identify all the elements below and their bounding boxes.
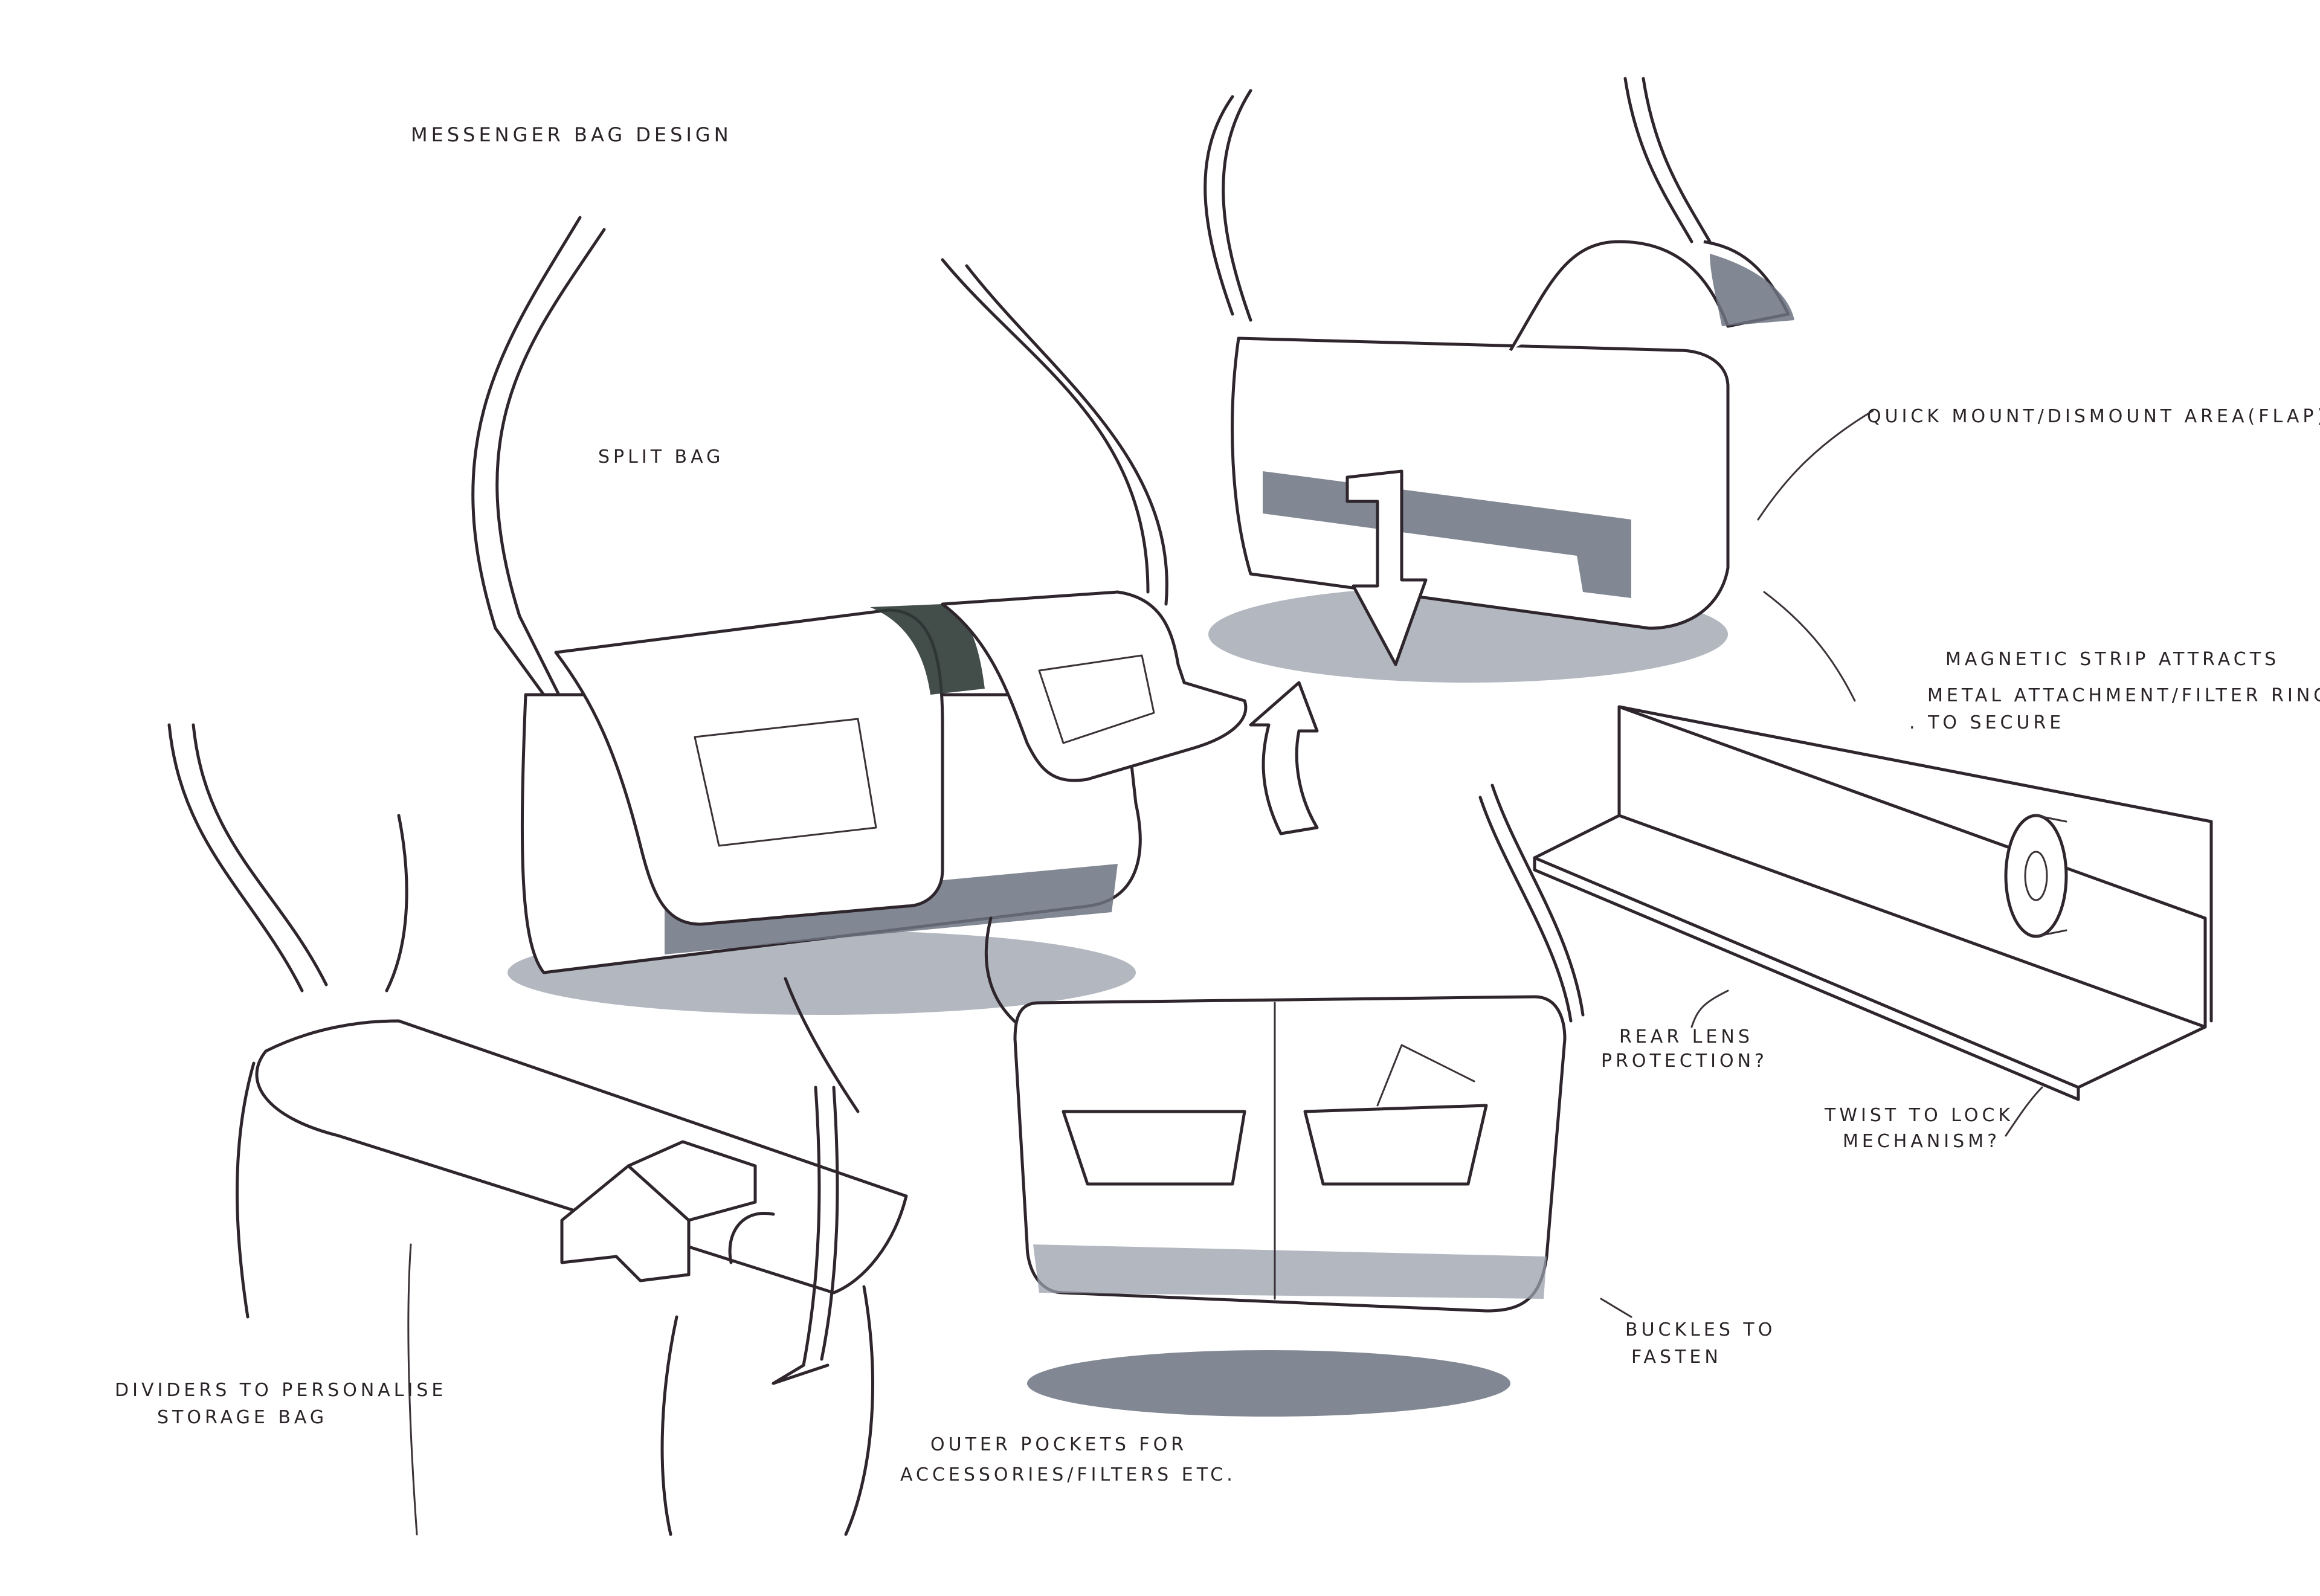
rear-lens-line-1: Rear Lens <box>1619 1026 1753 1047</box>
strap-sketch-edge <box>820 1086 839 1361</box>
magnetic-strip-line-3: . To Secure <box>1909 712 2065 733</box>
dividers-line-2: Storage Bag <box>157 1407 328 1428</box>
quick-mount-label: Quick Mount/Dismount Area(Flap) <box>1867 406 2320 427</box>
split-bag-sketch <box>471 216 1248 1015</box>
rear-lens-line-2: Protection? <box>1601 1051 1768 1072</box>
dividers-line-1: Dividers to Personalise <box>115 1380 447 1401</box>
leader-arrow-icon <box>1757 410 1874 521</box>
twist-lock-line-2: Mechanism? <box>1843 1131 2001 1152</box>
leader-arrow-icon <box>1690 989 1729 1028</box>
outer-pockets-line-2: Accessories/Filters etc. <box>900 1464 1236 1485</box>
leader-arrow-icon <box>2005 1086 2043 1137</box>
buckles-line-1: Buckles to <box>1625 1319 1776 1340</box>
buckles-line-2: Fasten <box>1631 1347 1722 1368</box>
page-title: Messenger Bag Design <box>411 123 732 146</box>
leader-arrow-icon <box>1600 1298 1632 1318</box>
rotation-arrow-icon <box>1249 681 1319 835</box>
outer-pockets-line-1: Outer Pockets for <box>930 1434 1188 1455</box>
outer-pockets-bag-sketch <box>984 784 1585 1417</box>
storage-bag-sketch <box>167 723 908 1536</box>
leader-arrow-icon <box>1763 591 1856 702</box>
split-bag-label: Split Bag <box>598 446 724 468</box>
twist-lock-line-1: Twist to Lock <box>1825 1105 2014 1126</box>
magnetic-strip-line-2: Metal Attachment/Filter Ring <box>1927 685 2320 706</box>
magnetic-strip-line-1: Magnetic Strip Attracts <box>1945 649 2280 670</box>
strap-sketch <box>772 1086 830 1385</box>
magnetic-strip-sketch <box>1533 705 2213 1101</box>
flap-bag-sketch <box>1204 77 1794 683</box>
